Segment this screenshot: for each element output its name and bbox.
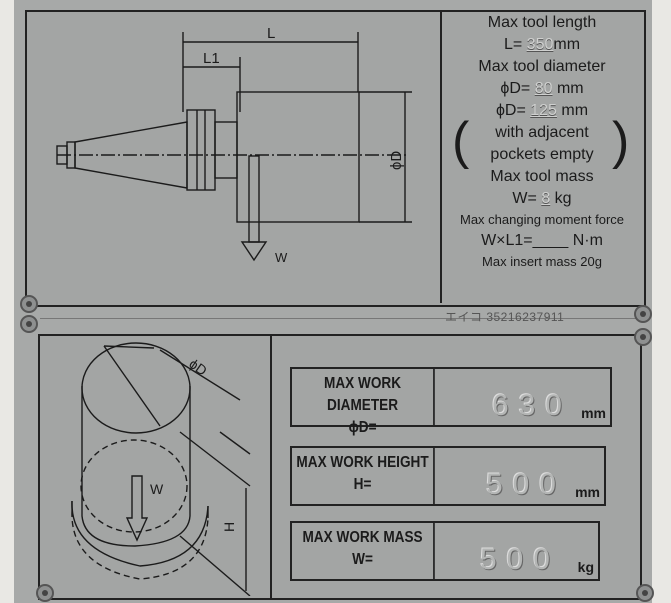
adjacent-note-1: with adjacent <box>495 124 589 141</box>
screw-icon <box>634 328 652 346</box>
diameter-adjacent-prefix: ϕD= <box>495 102 526 119</box>
cylinder-top <box>81 342 191 434</box>
screw-icon <box>636 584 654 602</box>
label-W: W <box>150 481 164 497</box>
paren-open: ( <box>452 112 470 170</box>
label-H: H <box>221 522 237 532</box>
moment-prefix: W×L1= <box>481 232 533 249</box>
length-value: 350 <box>526 36 554 53</box>
row-unit: mm <box>575 484 600 500</box>
max-work-diameter-row: MAX WORK DIAMETER ϕD= 630 mm <box>290 367 612 436</box>
row-label: MAX WORK DIAMETER <box>324 375 402 414</box>
serial-strip-line <box>40 318 640 319</box>
row-symbol: ϕD= <box>348 419 377 436</box>
row-label: MAX WORK MASS <box>302 529 423 546</box>
panel-divider <box>440 12 442 303</box>
tool-body <box>236 91 360 223</box>
screw-icon <box>20 315 38 333</box>
workpiece-diagram: ϕD W H <box>71 342 251 596</box>
row-value: 500 <box>485 468 566 501</box>
row-label: MAX WORK HEIGHT <box>296 454 429 471</box>
diameter-adjacent-unit: mm <box>561 102 589 119</box>
tool-spec-text: Max tool length L= 350mm Max tool diamet… <box>442 12 642 272</box>
weight-arrow <box>248 155 260 243</box>
diameter-adjacent-value: 125 <box>530 102 557 119</box>
screw-icon <box>36 584 54 602</box>
mass-value: 8 <box>541 190 551 207</box>
adjacent-note-2: pockets empty <box>490 146 594 163</box>
label-D: ϕD <box>186 355 210 378</box>
paren-close: ) <box>612 112 630 170</box>
max-work-height-row: MAX WORK HEIGHT H= 500 mm <box>290 446 606 506</box>
cylinder-body <box>81 386 191 547</box>
moment-value: ____ <box>532 232 569 249</box>
moment-unit: N·m <box>572 232 603 249</box>
diameter-value: 80 <box>534 80 553 97</box>
diameter-unit: mm <box>556 80 584 97</box>
mass-unit: kg <box>554 190 572 207</box>
weight-arrow <box>125 475 149 542</box>
row-value: 500 <box>479 543 560 576</box>
max-tool-mass-label: Max tool mass <box>490 168 594 185</box>
length-prefix: L= <box>503 36 523 53</box>
moment-label: Max changing moment force <box>459 212 625 227</box>
holder-flange <box>186 109 216 191</box>
diameter-prefix: ϕD= <box>500 80 531 97</box>
label-W: W <box>275 250 288 265</box>
mass-prefix: W= <box>512 190 537 207</box>
row-unit: mm <box>581 405 606 421</box>
panel-divider <box>270 336 272 598</box>
serial-number: エイコ 35216237911 <box>445 310 565 324</box>
screw-icon <box>634 305 652 323</box>
row-unit: kg <box>577 559 594 575</box>
max-tool-diameter-label: Max tool diameter <box>478 58 606 75</box>
tool-diagram: L L1 ϕD W <box>56 25 412 265</box>
max-work-mass-row: MAX WORK MASS W= 500 kg <box>290 521 600 581</box>
tool-spec-panel <box>25 10 646 307</box>
row-value: 630 <box>491 389 572 422</box>
length-unit: mm <box>553 36 581 53</box>
insert-mass: Max insert mass 20g <box>482 254 602 269</box>
row-symbol: W= <box>352 551 373 568</box>
label-L: L <box>267 25 275 42</box>
work-spec-panel <box>38 334 642 600</box>
max-tool-length-label: Max tool length <box>487 14 597 31</box>
screw-icon <box>20 295 38 313</box>
label-L1: L1 <box>203 50 220 67</box>
row-symbol: H= <box>353 476 372 493</box>
label-D: ϕD <box>388 151 405 170</box>
